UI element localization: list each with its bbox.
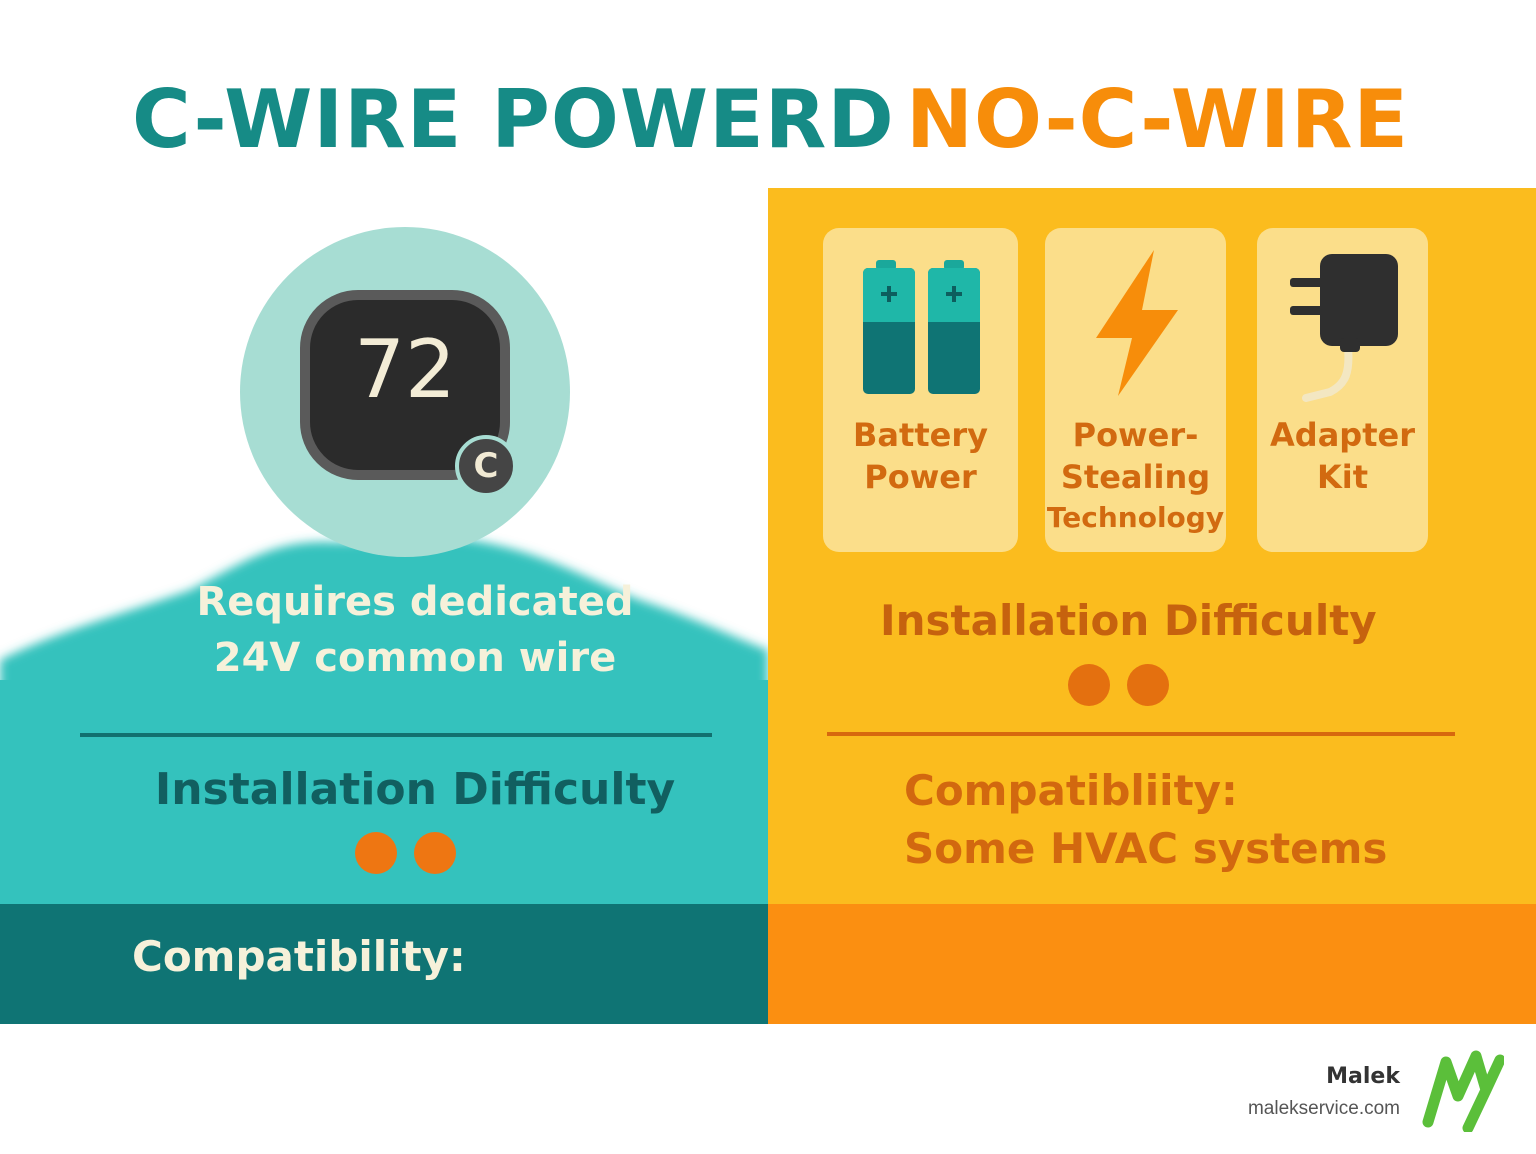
lightning-icon <box>1096 250 1178 396</box>
right-compatibility-line-1: Compatibliity: <box>904 766 1238 815</box>
left-compatibility: Compatibility: <box>132 932 466 981</box>
c-wire-requirement: Requires dedicated 24V common wire <box>140 574 690 686</box>
right-compatibility: Compatibliity: Some HVAC systems <box>904 762 1387 878</box>
card-battery-label: Battery Power <box>823 414 1018 498</box>
thermostat-temperature: 72 <box>354 323 456 416</box>
power-adapter-icon <box>1290 254 1398 402</box>
left-compatibility-band <box>0 904 768 1024</box>
card-adapter-label: Adapter Kit <box>1257 414 1428 498</box>
title-no-c-wire: NO-C-WIRE <box>906 73 1410 166</box>
card-label-line: Power- <box>1072 416 1199 454</box>
difficulty-dot <box>355 832 397 874</box>
brand-name: Malek <box>1326 1064 1400 1089</box>
card-label-line: Kit <box>1316 458 1369 496</box>
malek-m-logo <box>1422 1050 1504 1132</box>
difficulty-dot <box>1127 664 1169 706</box>
difficulty-dot <box>1068 664 1110 706</box>
right-divider <box>827 732 1455 736</box>
card-battery-power <box>823 228 1018 552</box>
card-power-stealing-label-line3: Technology <box>1046 501 1225 534</box>
card-label-line: Adapter <box>1270 416 1415 454</box>
battery-icon <box>863 260 980 394</box>
card-power-stealing-label: Power- Stealing <box>1030 414 1241 498</box>
left-installation-difficulty: Installation Difficulty <box>154 764 676 815</box>
card-label-line: Power <box>864 458 977 496</box>
title-c-wire-powered: C-WIRE POWERD <box>132 73 895 166</box>
right-installation-difficulty: Installation Difficulty <box>880 596 1377 645</box>
left-divider <box>80 733 712 737</box>
brand-url: malekservice.com <box>1247 1098 1400 1119</box>
card-label-line: Stealing <box>1060 458 1211 496</box>
right-compatibility-band <box>768 904 1536 1024</box>
difficulty-dot <box>414 832 456 874</box>
c-wire-badge: C <box>455 435 517 497</box>
requirement-line-2: 24V common wire <box>213 635 617 681</box>
teal-wave-background <box>0 536 768 904</box>
requirement-line-1: Requires dedicated <box>196 579 634 625</box>
right-compatibility-line-2: Some HVAC systems <box>904 824 1388 873</box>
card-label-line: Battery <box>853 416 988 454</box>
